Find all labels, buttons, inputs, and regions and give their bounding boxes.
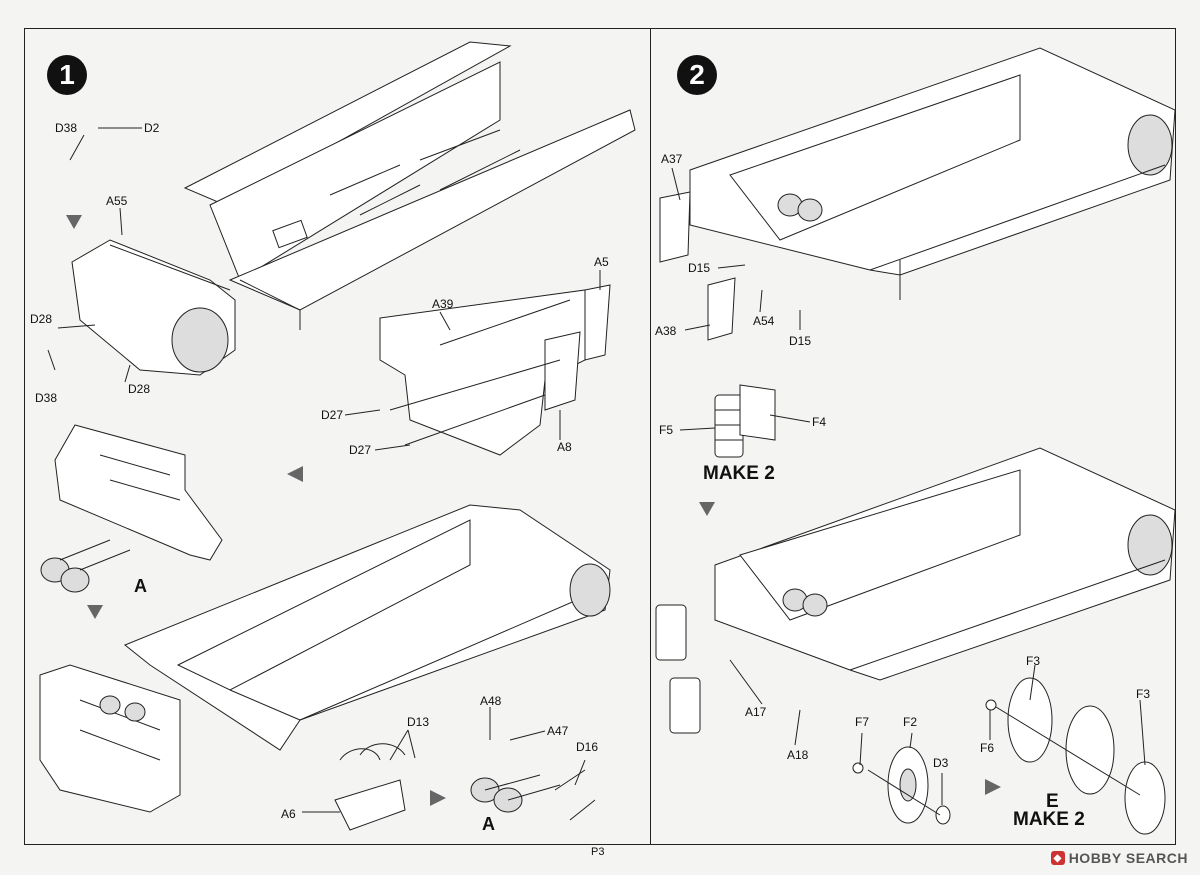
part-label-a48: A48 (480, 694, 502, 708)
e-make-2-note: MAKE 2 (1013, 809, 1085, 830)
down-arrow-icon (66, 215, 82, 229)
step1-hull-lower (39, 504, 611, 813)
right-arrow-icon (985, 779, 1001, 795)
step2-f-parts (714, 384, 776, 458)
part-label-a47: A47 (547, 724, 569, 738)
subassembly-e-label: E (1046, 791, 1059, 812)
part-label-d15: D15 (688, 261, 711, 275)
step2-hull-lower (655, 447, 1176, 734)
part-label-f6: F6 (980, 741, 995, 755)
leader-lines (47, 127, 1146, 813)
part-label-a17: A17 (745, 705, 767, 719)
subassembly-a-callout: A (134, 576, 147, 596)
down-arrow-icon (87, 605, 103, 619)
subassembly-a-result: A (482, 814, 495, 834)
part-label-a54: A54 (753, 314, 775, 328)
part-label-d16: D16 (576, 740, 599, 754)
down-arrow-icon (699, 502, 715, 516)
part-label-a39: A39 (432, 297, 454, 311)
make-2-note: MAKE 2 (703, 463, 775, 484)
part-label-d15: D15 (789, 334, 812, 348)
part-label-f2: F2 (903, 715, 918, 729)
watermark-logo-icon: ◆ (1050, 851, 1065, 865)
step2-wheels (852, 677, 1166, 835)
page-number: P3 (591, 846, 605, 858)
step1-rear-plate (379, 284, 611, 456)
step1-small-parts (334, 743, 596, 831)
part-label-f3: F3 (1136, 687, 1151, 701)
left-arrow-icon (287, 466, 303, 482)
part-label-f7: F7 (855, 715, 870, 729)
step-2-badge: 2 (677, 55, 717, 95)
watermark-text: HOBBY SEARCH (1068, 850, 1188, 866)
step2-hull-upper (659, 47, 1176, 341)
part-label-a8: A8 (557, 440, 572, 454)
step1-rear-assembly (40, 424, 223, 593)
part-label-d27: D27 (349, 443, 372, 457)
part-label-d13: D13 (407, 715, 430, 729)
part-label-d28: D28 (128, 382, 151, 396)
part-label-d3: D3 (933, 756, 949, 770)
part-label-d38: D38 (55, 121, 78, 135)
part-label-f5: F5 (659, 423, 674, 437)
part-label-f4: F4 (812, 415, 827, 429)
part-label-d38: D38 (35, 391, 58, 405)
part-label-d28: D28 (30, 312, 53, 326)
part-label-a37: A37 (661, 152, 683, 166)
right-arrow-icon (430, 790, 446, 806)
step2-panel (650, 28, 1176, 845)
watermark: ◆ HOBBY SEARCH (1050, 850, 1188, 866)
part-label-a5: A5 (594, 255, 609, 269)
part-label-a55: A55 (106, 194, 128, 208)
part-label-a38: A38 (655, 324, 677, 338)
part-label-a18: A18 (787, 748, 809, 762)
part-label-d27: D27 (321, 408, 344, 422)
part-label-f3: F3 (1026, 654, 1041, 668)
step1-hull-upper (71, 41, 636, 376)
part-label-a6: A6 (281, 807, 296, 821)
part-label-d2: D2 (144, 121, 160, 135)
step-1-badge: 1 (47, 55, 87, 95)
